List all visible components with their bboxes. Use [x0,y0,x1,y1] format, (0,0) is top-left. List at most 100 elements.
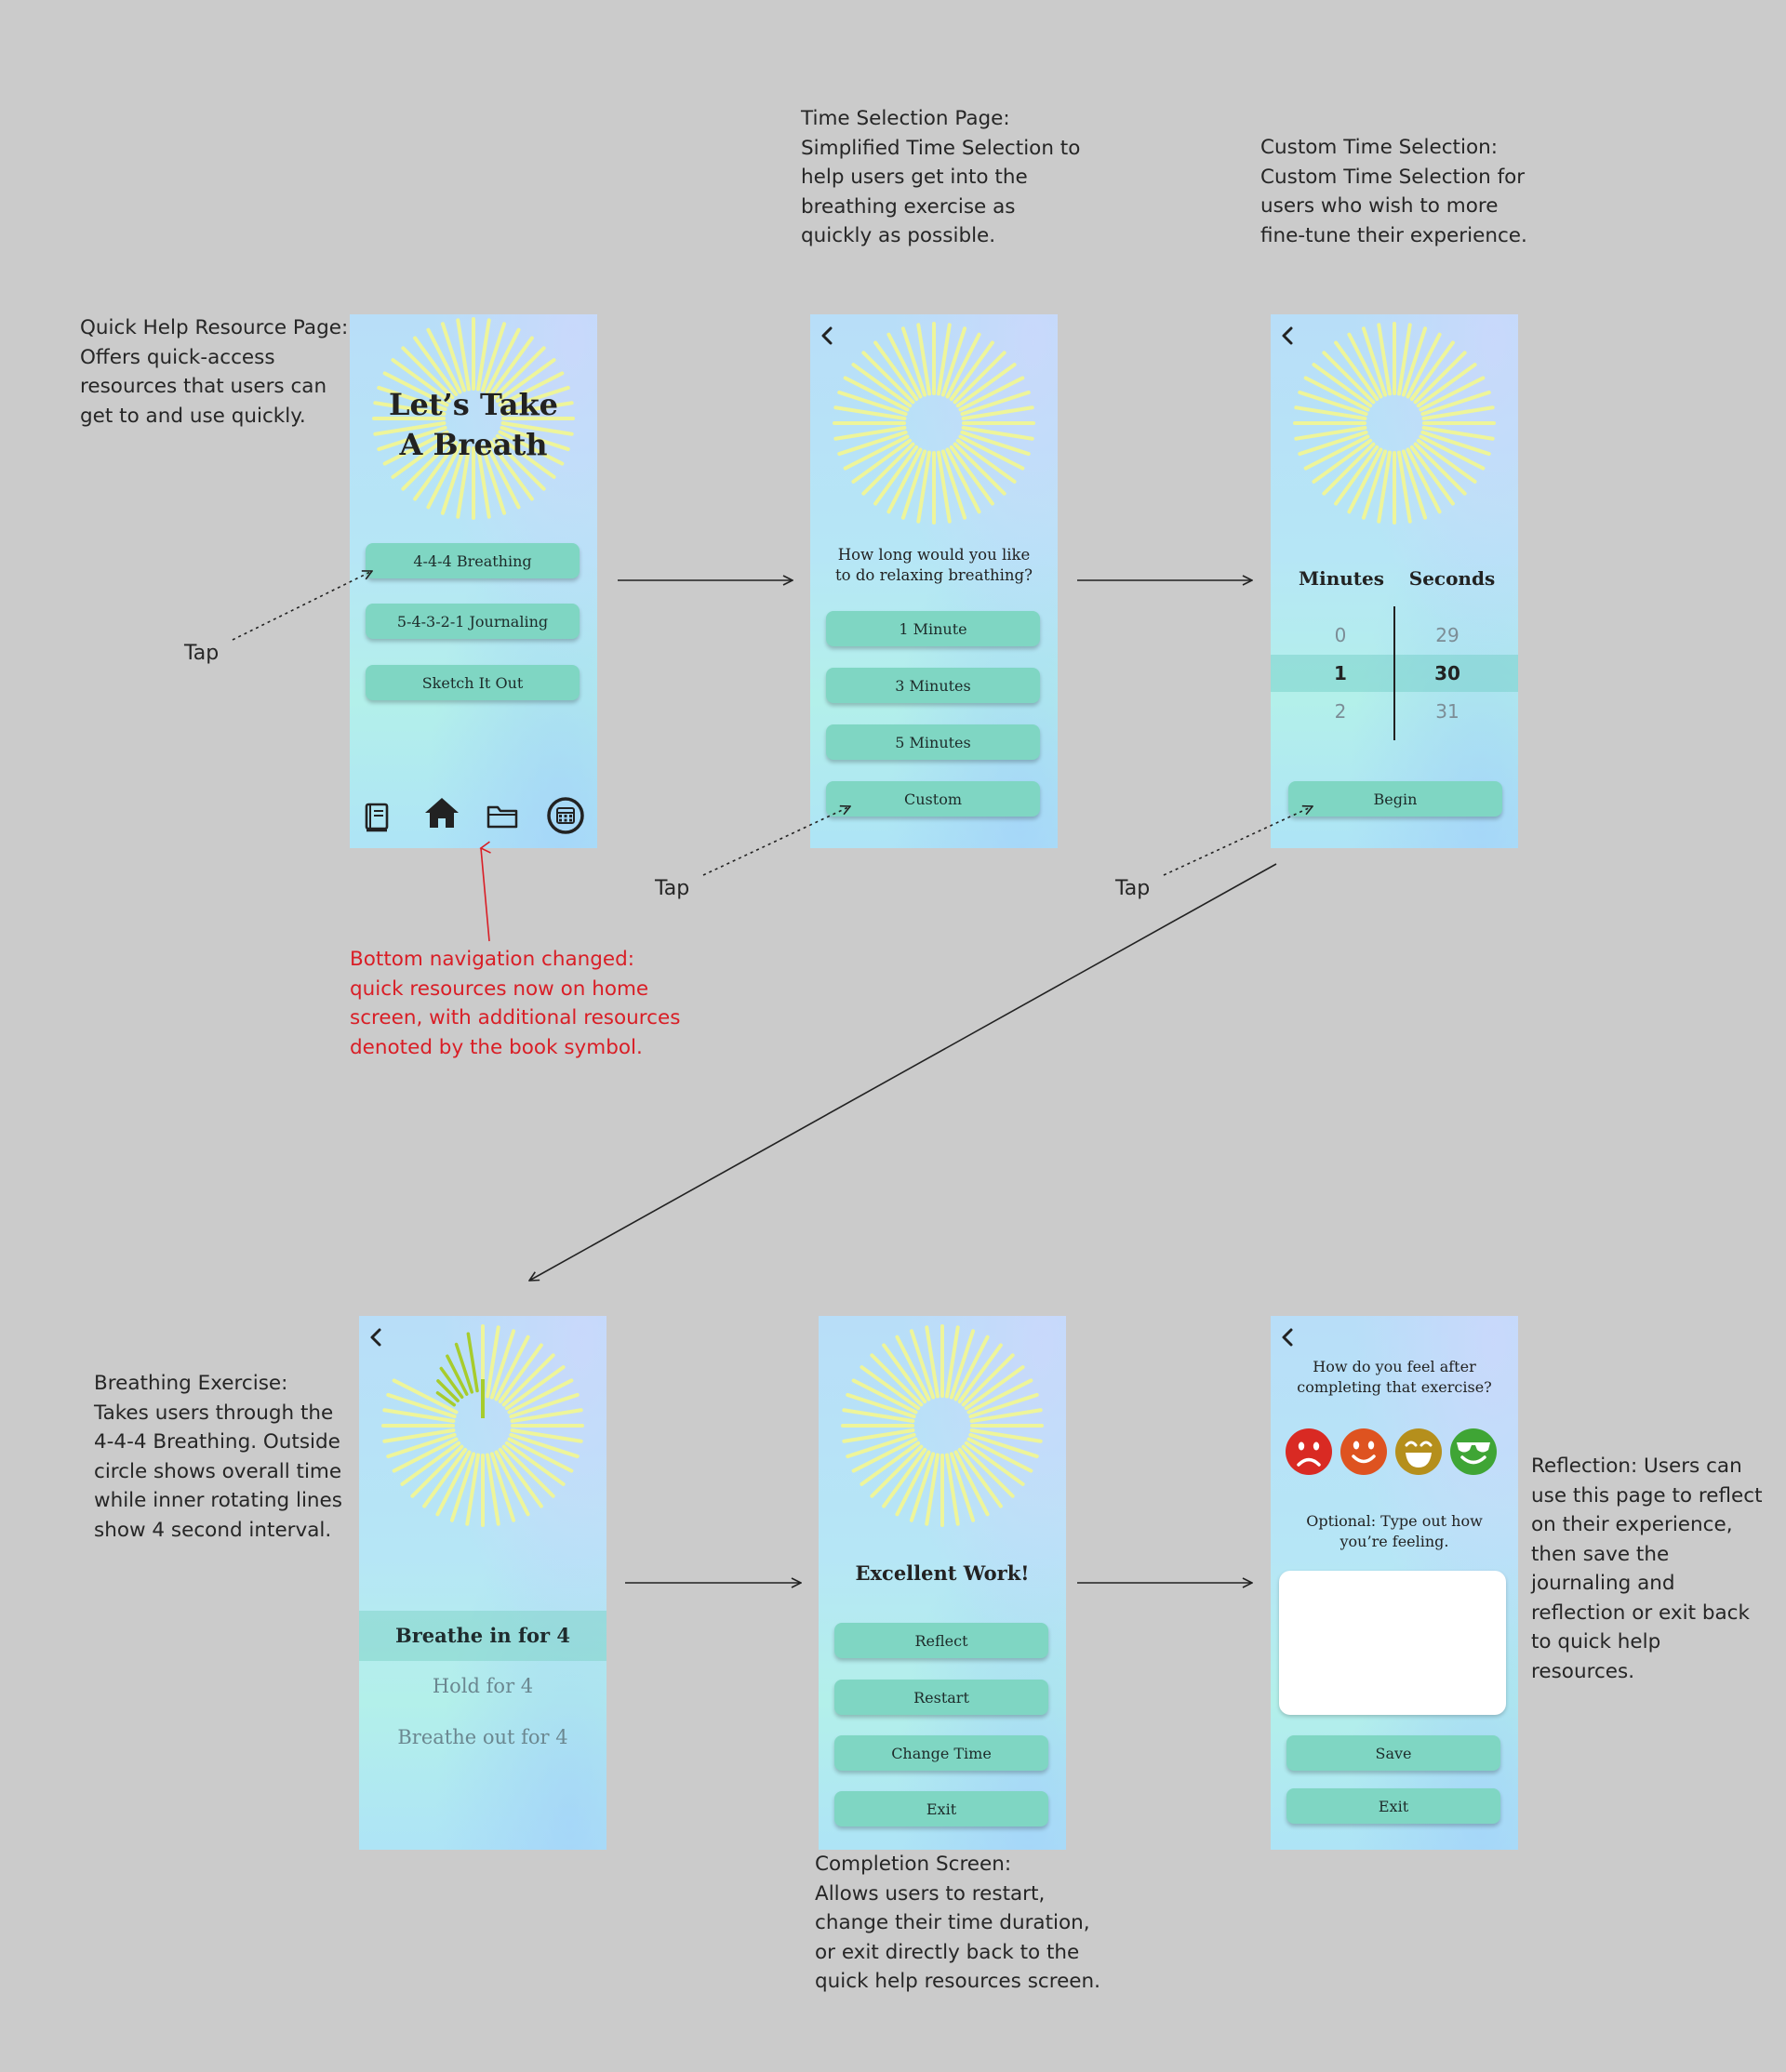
second-option-selected[interactable]: 30 [1434,662,1460,684]
sun-ray [422,1447,468,1508]
sun-ray [498,1447,543,1508]
sun-ray [837,430,908,457]
change-time-button[interactable]: Change Time [834,1735,1048,1771]
sun-ray [968,1432,1039,1459]
sketch-button[interactable]: Sketch It Out [366,665,580,700]
sun-ray [953,1335,990,1401]
five-minutes-button[interactable]: 5 Minutes [826,724,1040,760]
sun-rays-icon [833,322,1035,525]
sun-ray [843,434,910,471]
optional-prompt: Optional: Type out how you’re feeling. [1306,1512,1483,1550]
minute-option[interactable]: 2 [1334,700,1347,723]
sun-ray [507,1437,574,1473]
sun-ray [851,1437,918,1473]
sun-ray [916,323,931,396]
reflect-button[interactable]: Reflect [834,1623,1048,1658]
reflection-textarea[interactable] [1279,1571,1506,1715]
exit-button[interactable]: Exit [1286,1788,1500,1824]
sun-ray [377,385,447,412]
second-option[interactable]: 31 [1435,700,1459,723]
sun-ray [837,390,908,417]
sun-ray [446,1354,469,1396]
sun-ray [465,1453,480,1526]
arrow-custom-to-breathing [529,863,1277,1281]
sun-ray [909,1452,936,1522]
sun-ray [949,445,994,506]
sun-ray [507,1378,574,1415]
sun-ray [435,1390,457,1407]
sun-ray [485,327,521,394]
restart-button[interactable]: Restart [834,1680,1048,1715]
custom-button[interactable]: Custom [826,781,1040,817]
sun-ray [1406,332,1442,399]
sun-ray [1361,449,1388,520]
sun-ray [860,1365,921,1411]
sun-ray [1413,442,1467,496]
second-option[interactable]: 29 [1435,624,1459,646]
sun-ray [960,390,1031,417]
calendar-icon[interactable] [546,796,585,835]
exit-button[interactable]: Exit [834,1791,1048,1826]
sun-ray [439,1366,464,1400]
sun-ray [386,1392,457,1419]
sun-ray [382,430,449,466]
arrow-bottom-nav-note [479,841,491,942]
sun-ray [1312,438,1373,484]
sun-ray [1397,323,1412,396]
sun-ray [958,376,1025,412]
step-hold: Hold for 4 [432,1675,534,1697]
one-minute-button[interactable]: 1 Minute [826,611,1040,646]
sun-ray [500,385,570,412]
active-step-band [359,1611,606,1661]
sun-ray [968,1392,1039,1419]
step-breathe-out: Breathe out for 4 [397,1726,568,1748]
sad-face-icon[interactable] [1285,1428,1333,1476]
sun-ray [509,1432,580,1459]
sun-ray [382,371,449,407]
note-completion: Completion Screen: Allows users to resta… [815,1853,1100,1993]
begin-button[interactable]: Begin [1288,781,1502,817]
breathing-444-button[interactable]: 4-4-4 Breathing [366,543,580,578]
sun-ray [1377,450,1392,524]
note-reflection: Reflection: Users can use this page to r… [1531,1454,1763,1683]
sun-ray [426,327,462,394]
sun-ray [1361,326,1388,397]
sun-ray [886,332,923,399]
note-breathing: Breathing Exercise: Takes users through … [94,1372,342,1542]
sun-ray [1303,434,1370,471]
sun-ray [861,351,915,405]
sun-ray [1298,430,1368,457]
minute-option-selected[interactable]: 1 [1334,662,1347,684]
sun-ray [401,437,455,491]
sun-ray [1420,430,1491,457]
sun-ray [969,1408,1043,1423]
sun-ray [961,1444,1015,1498]
minute-option[interactable]: 0 [1334,624,1347,646]
sun-ray [851,363,913,408]
save-button[interactable]: Save [1286,1735,1500,1771]
book-icon[interactable] [364,802,392,833]
cool-face-icon[interactable] [1449,1428,1498,1476]
back-arrow-icon[interactable] [1276,1325,1300,1349]
folder-icon[interactable] [486,803,519,830]
sun-ray [500,421,574,436]
sun-ray [895,1335,931,1401]
home-icon[interactable] [423,796,460,830]
back-arrow-icon[interactable] [816,324,840,348]
sun-ray [966,1378,1033,1415]
three-minutes-button[interactable]: 3 Minutes [826,668,1040,703]
sun-ray [1421,426,1495,441]
smile-face-icon[interactable] [1340,1428,1388,1476]
sun-ray [1413,351,1467,405]
sun-ray [1401,326,1428,397]
sun-ray [413,440,459,501]
sun-ray [495,358,556,404]
sun-ray [476,445,491,519]
back-arrow-icon[interactable] [365,1325,389,1349]
tap-label-custom: Tap [655,877,690,900]
sun-ray [945,1453,960,1526]
back-arrow-icon[interactable] [1276,324,1300,348]
grin-face-icon[interactable] [1394,1428,1443,1476]
screen-breathing: Breathe in for 4 Hold for 4 Breathe out … [359,1316,606,1850]
journaling-button[interactable]: 5-4-3-2-1 Journaling [366,604,580,639]
